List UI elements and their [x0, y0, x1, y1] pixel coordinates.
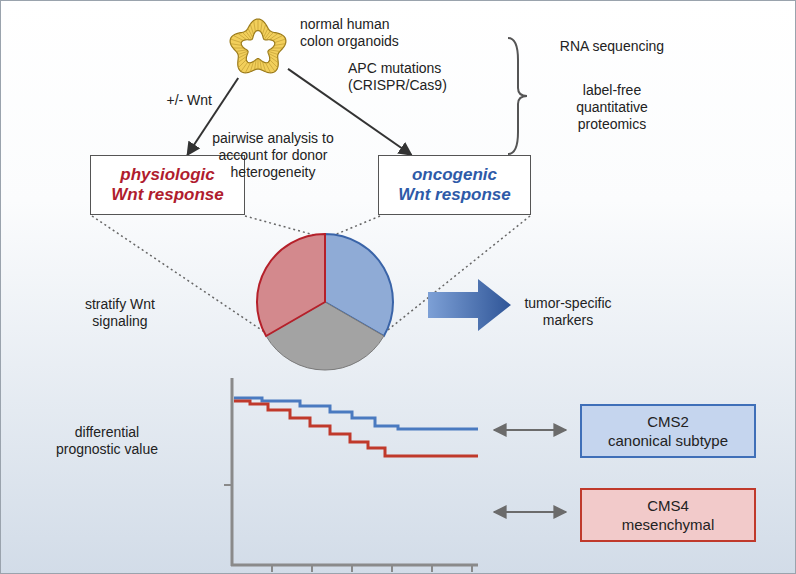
curly-bracket: [508, 38, 527, 154]
box-label: oncogenic Wnt response: [396, 165, 514, 205]
cell-border: [264, 31, 270, 40]
axis-tick: [471, 565, 473, 572]
subtype-name: CMS4: [647, 496, 689, 515]
axis-tick: [271, 565, 273, 572]
edge-label: +/- Wnt: [150, 92, 212, 109]
cell-border: [238, 33, 247, 39]
cell-border: [269, 50, 280, 52]
subtype-description: canonical subtype: [608, 431, 728, 450]
cell-border: [230, 39, 241, 43]
cell-border: [241, 62, 248, 71]
cell-border: [270, 60, 278, 68]
cell-border: [238, 51, 248, 54]
subtype-name: CMS2: [647, 412, 689, 431]
cell-border: [275, 39, 286, 43]
survival-curve-red: [234, 401, 478, 456]
cell-border: [258, 59, 259, 70]
cell-border: [242, 32, 250, 40]
annotation-text: pairwise analysis to account for donor h…: [193, 130, 353, 181]
cell-border: [255, 59, 257, 70]
double-arrow: [494, 429, 566, 431]
dotted-leader: [384, 216, 530, 333]
y-axis: [231, 378, 234, 566]
cell-border: [269, 33, 278, 39]
response-box: oncogenic Wnt response: [378, 155, 531, 215]
cell-border: [261, 21, 263, 32]
cell-border: [263, 28, 268, 37]
x-axis: [231, 564, 478, 567]
double-arrow: [494, 511, 566, 513]
cell-border: [233, 48, 244, 49]
response-box: physiologic Wnt response: [90, 155, 245, 215]
dotted-leader: [332, 216, 380, 236]
axis-tick: [391, 565, 393, 572]
cell-border: [250, 61, 253, 71]
dotted-leader: [245, 216, 318, 236]
annotation-text: label-free quantitative proteomics: [557, 82, 667, 133]
annotation-text: RNA sequencing: [542, 38, 682, 55]
subtype-box: CMS2canonical subtype: [580, 404, 756, 458]
subtype-description: mesenchymal: [622, 515, 715, 534]
big-arrow: [428, 279, 511, 331]
edge-label: APC mutations (CRISPR/Cas9): [348, 60, 470, 94]
box-label: physiologic Wnt response: [109, 165, 227, 205]
cell-border: [274, 44, 285, 46]
axis-tick: [351, 565, 353, 572]
cell-border: [254, 21, 256, 32]
annotation-text: tumor-specific markers: [508, 295, 628, 329]
cell-border: [231, 44, 242, 46]
cell-border: [269, 56, 278, 62]
survival-curve-blue: [234, 398, 478, 429]
organoid-node: normal human colon organoids: [228, 18, 288, 78]
axis-tick: [224, 484, 232, 486]
cell-border: [260, 59, 262, 70]
cell-border: [268, 53, 277, 58]
organoid-label: normal human colon organoids: [300, 16, 418, 50]
cell-border: [272, 48, 283, 49]
cell-border: [258, 19, 259, 31]
pie-slice-red: [257, 234, 325, 336]
cell-border: [236, 50, 247, 52]
cell-border: [273, 35, 283, 40]
cell-border: [238, 56, 247, 62]
organoid-epithelium: [230, 19, 286, 73]
cell-border: [238, 60, 246, 68]
organoid-illustration: [228, 18, 288, 78]
annotation-text: differential prognostic value: [47, 424, 167, 458]
cell-border: [265, 63, 270, 73]
cell-border: [246, 31, 252, 40]
axis-tick: [431, 565, 433, 572]
axis-tick: [311, 565, 313, 572]
cell-border: [262, 24, 265, 34]
cell-border: [266, 32, 274, 40]
cell-border: [250, 24, 253, 34]
annotation-text: stratify Wnt signaling: [65, 296, 175, 330]
subtype-box: CMS4mesenchymal: [580, 488, 756, 542]
cell-border: [262, 61, 265, 71]
